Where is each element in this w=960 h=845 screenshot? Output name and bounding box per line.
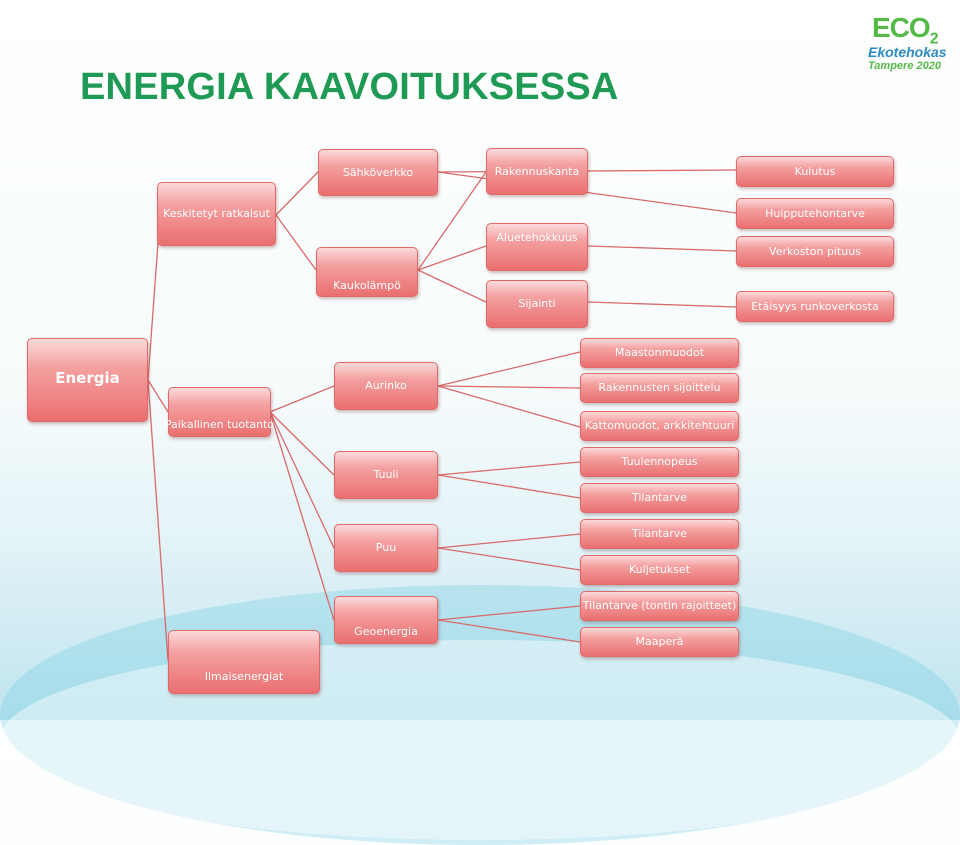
node-tilantarve-tuuli[interactable]: Tilantarve	[580, 483, 739, 513]
node-puu[interactable]: Puu	[334, 524, 438, 572]
node-etaisyys-runkoverkosta[interactable]: Etäisyys runkoverkosta	[736, 291, 894, 322]
node-keskitetyt-ratkaisut[interactable]: Keskitetyt ratkaisut	[157, 182, 276, 246]
eco2-logo: ECO2 Ekotehokas Tampere 2020	[868, 12, 947, 72]
node-tuulennopeus[interactable]: Tuulennopeus	[580, 447, 739, 477]
node-kuljetukset[interactable]: Kuljetukset	[580, 555, 739, 585]
node-ilmaisenergiat[interactable]: Ilmaisenergiat	[168, 630, 320, 694]
node-sahkoverkko[interactable]: Sähköverkko	[318, 149, 438, 196]
node-maapera[interactable]: Maaperä	[580, 627, 739, 657]
node-kulutus[interactable]: Kulutus	[736, 156, 894, 187]
node-paikallinen-tuotanto[interactable]: Paikallinen tuotanto	[165, 387, 274, 437]
node-kaukolampo[interactable]: Kaukolämpö	[316, 247, 418, 297]
node-energia[interactable]: Energia	[27, 338, 148, 422]
node-tilantarve-puu[interactable]: Tilantarve	[580, 519, 739, 549]
node-tuuli[interactable]: Tuuli	[334, 451, 438, 499]
node-maastonmuodot[interactable]: Maastonmuodot	[580, 338, 739, 368]
node-geoenergia[interactable]: Geoenergia	[334, 596, 438, 644]
page-title: ENERGIA KAAVOITUKSESSA	[80, 66, 619, 108]
node-sijainti[interactable]: Sijainti	[486, 280, 588, 328]
node-rakennusten-sijoittelu[interactable]: Rakennusten sijoittelu	[580, 373, 739, 403]
node-tilantarve-tontin-rajoitteet[interactable]: Tilantarve (tontin rajoitteet)	[580, 591, 739, 621]
node-aurinko[interactable]: Aurinko	[334, 362, 438, 410]
node-rakennuskanta[interactable]: Rakennuskanta	[486, 148, 588, 195]
node-verkoston-pituus[interactable]: Verkoston pituus	[736, 236, 894, 267]
node-aluetehokkuus[interactable]: Aluetehokkuus	[486, 223, 588, 271]
node-huipputehontarve[interactable]: Huipputehontarve	[736, 198, 894, 229]
node-kattomuodot[interactable]: Kattomuodot, arkkitehtuuri	[580, 411, 739, 441]
